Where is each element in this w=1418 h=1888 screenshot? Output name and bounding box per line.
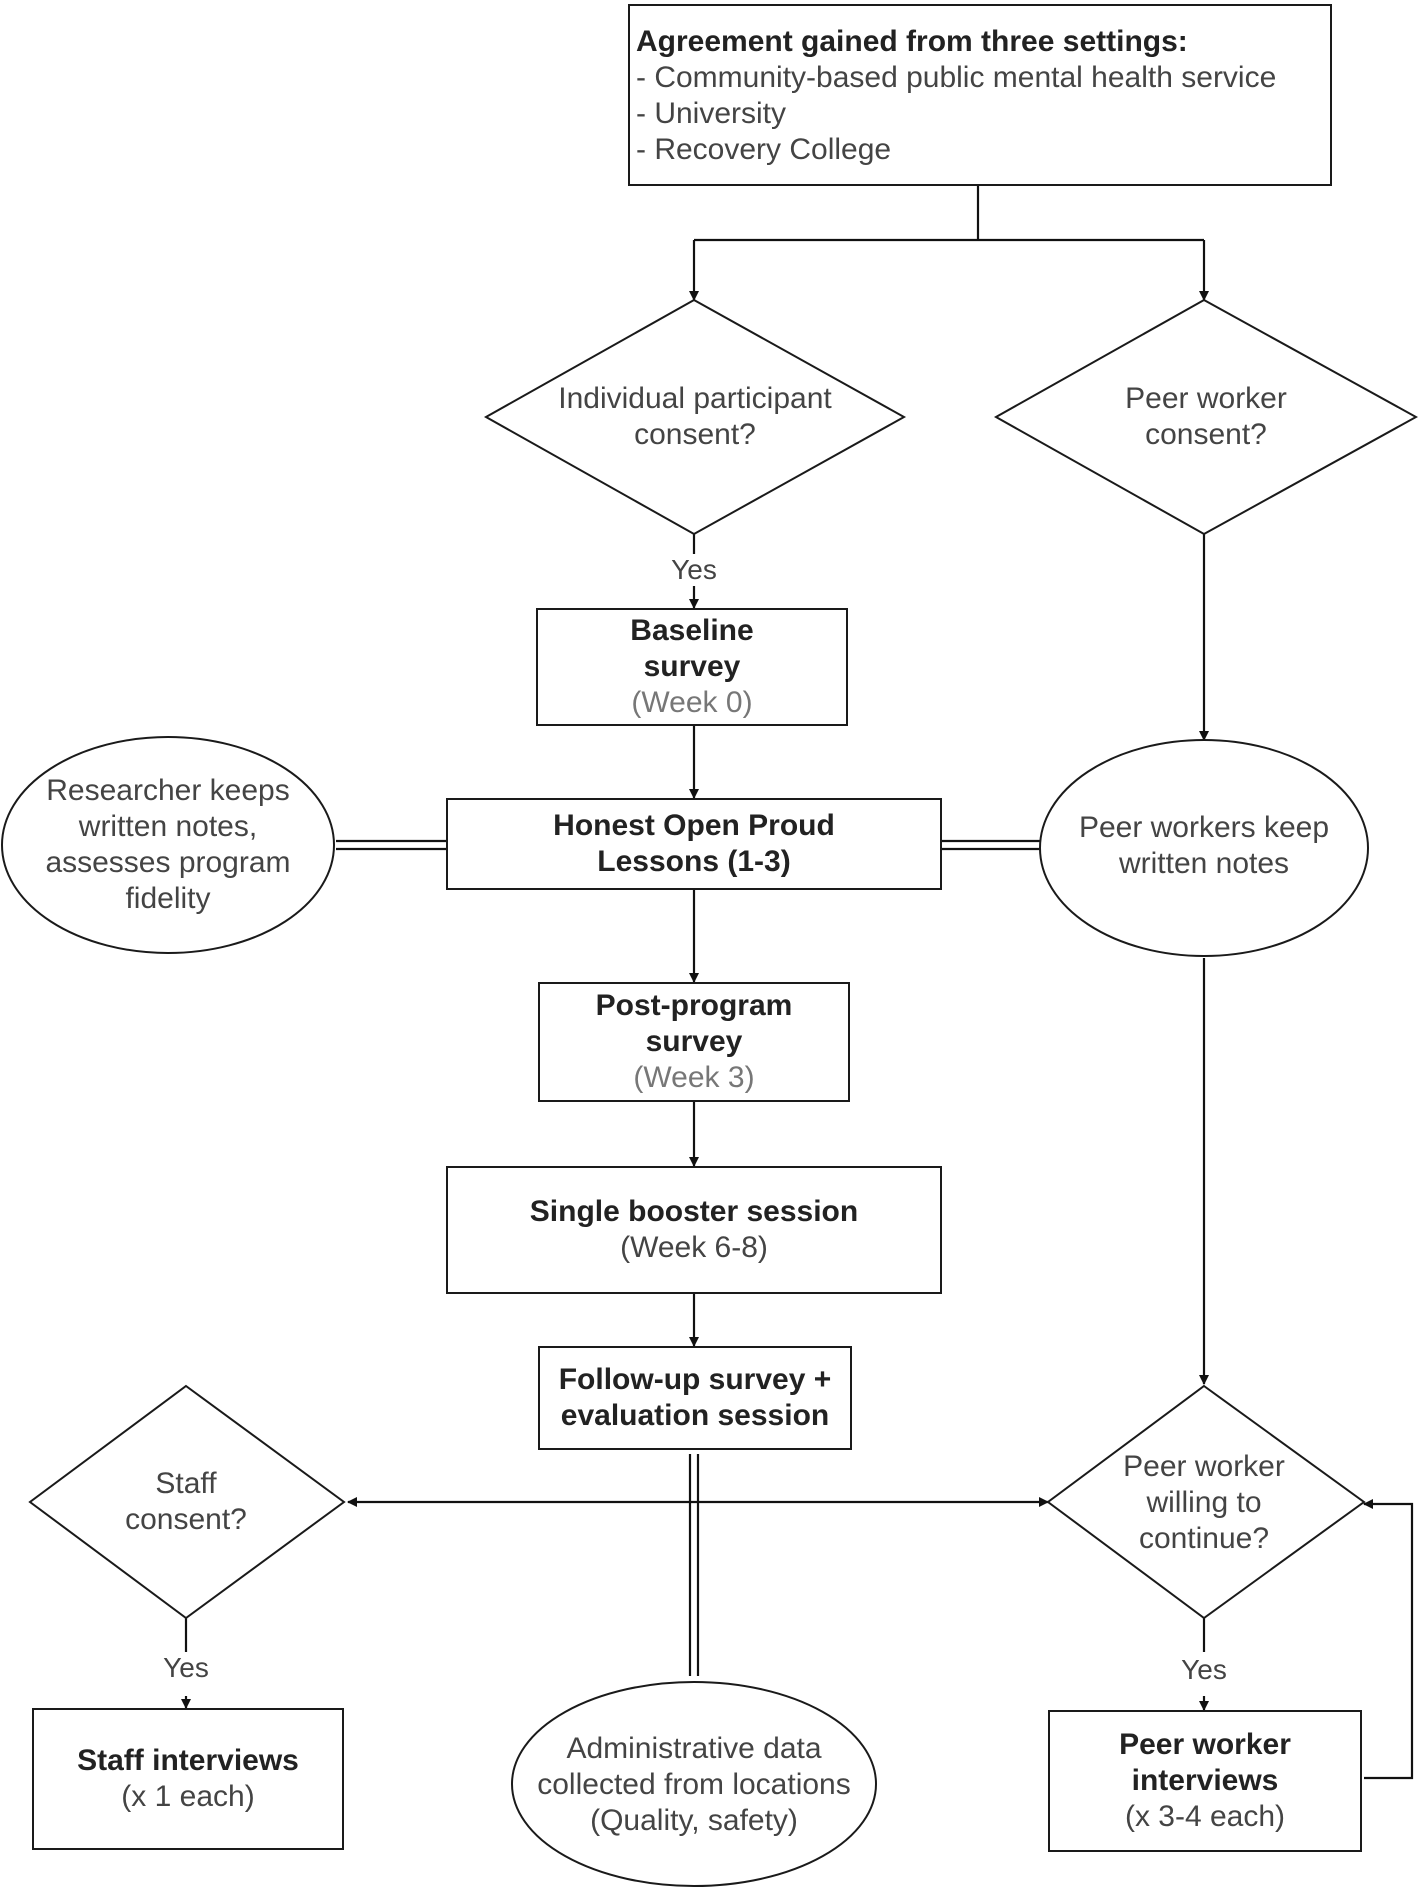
peer-continue-line: Peer worker — [1123, 1450, 1285, 1483]
lessons-title: Honest Open Proud — [553, 809, 835, 842]
researcher-notes-text: Researcher keeps written notes, assesses… — [6, 770, 330, 920]
individual-consent-line: consent? — [634, 418, 756, 451]
post-program-title: Post-program — [595, 989, 793, 1022]
staff-interviews-title: Staff interviews — [77, 1744, 299, 1777]
lessons-box: Honest Open Proud Lessons (1-3) — [446, 798, 942, 890]
researcher-notes-line: Researcher keeps — [46, 774, 290, 807]
follow-up-survey-box: Follow-up survey + evaluation session — [538, 1346, 852, 1450]
yes-label-peer: Yes — [1181, 1654, 1227, 1685]
staff-interviews-box: Staff interviews (x 1 each) — [32, 1708, 344, 1850]
double-line-admin-data — [688, 1454, 700, 1676]
admin-data-line: collected from locations — [537, 1768, 851, 1801]
peer-continue-line: willing to — [1146, 1486, 1262, 1519]
individual-consent-line: Individual participant — [558, 382, 832, 415]
admin-data-text: Administrative data collected from locat… — [518, 1728, 870, 1842]
yes-label-individual: Yes — [664, 554, 724, 586]
peer-notes-text: Peer workers keep written notes — [1044, 806, 1364, 886]
individual-consent-text: Individual participant consent? — [486, 360, 904, 474]
post-program-survey-box: Post-program survey (Week 3) — [538, 982, 850, 1102]
peer-interviews-box: Peer worker interviews (x 3-4 each) — [1048, 1710, 1362, 1852]
post-program-week: (Week 3) — [633, 1061, 755, 1094]
booster-session-box: Single booster session (Week 6-8) — [446, 1166, 942, 1294]
booster-week: (Week 6-8) — [620, 1231, 768, 1264]
peer-notes-line: Peer workers keep — [1078, 811, 1330, 844]
baseline-title: Baseline — [630, 614, 754, 647]
peer-continue-text: Peer worker willing to continue? — [1084, 1446, 1324, 1560]
agreement-item: - University — [636, 97, 787, 130]
peer-continue-line: continue? — [1138, 1522, 1270, 1555]
peer-consent-line: consent? — [1145, 418, 1267, 451]
agreement-title: Agreement gained from three settings: — [636, 25, 1188, 58]
baseline-title: survey — [643, 650, 741, 683]
peer-interviews-title: interviews — [1131, 1764, 1279, 1797]
peer-continue-diamond — [1046, 1384, 1366, 1620]
baseline-survey-box: Baseline survey (Week 0) — [536, 608, 848, 726]
staff-consent-text: Staff consent? — [66, 1462, 306, 1542]
post-program-title: survey — [645, 1025, 743, 1058]
researcher-notes-line: fidelity — [125, 882, 211, 915]
peer-consent-diamond — [993, 298, 1418, 536]
loop-back-connector — [1363, 1499, 1414, 1780]
peer-interviews-count: (x 3-4 each) — [1124, 1800, 1286, 1833]
agreement-item: - Community-based public mental health s… — [636, 61, 1277, 94]
researcher-notes-line: written notes, — [78, 810, 258, 843]
staff-consent-line: Staff — [155, 1467, 217, 1500]
staff-interviews-count: (x 1 each) — [121, 1780, 255, 1813]
admin-data-line: Administrative data — [566, 1732, 822, 1765]
peer-notes-ellipse — [1039, 739, 1369, 957]
peer-interviews-title: Peer worker — [1119, 1728, 1291, 1761]
researcher-notes-line: assesses program — [45, 846, 291, 879]
peer-notes-line: written notes — [1118, 847, 1290, 880]
peer-consent-text: Peer worker consent? — [996, 360, 1416, 474]
admin-data-line: (Quality, safety) — [590, 1804, 798, 1837]
booster-title: Single booster session — [529, 1195, 859, 1228]
follow-up-title: Follow-up survey + — [558, 1363, 832, 1396]
connector-agreement-split — [694, 186, 1204, 242]
double-line-peer-notes — [940, 839, 1040, 851]
staff-consent-diamond — [28, 1384, 346, 1620]
lessons-title: Lessons (1-3) — [597, 845, 791, 878]
admin-data-ellipse — [511, 1681, 877, 1887]
yes-label-staff: Yes — [163, 1652, 209, 1683]
agreement-item: - Recovery College — [636, 133, 892, 166]
staff-consent-line: consent? — [125, 1503, 247, 1536]
baseline-week: (Week 0) — [631, 686, 753, 719]
follow-up-title: evaluation session — [560, 1399, 830, 1432]
peer-consent-line: Peer worker — [1125, 382, 1287, 415]
agreement-box: Agreement gained from three settings: - … — [628, 4, 1332, 186]
double-line-researcher — [336, 839, 448, 851]
researcher-notes-ellipse — [1, 736, 335, 954]
individual-consent-diamond — [483, 298, 907, 536]
